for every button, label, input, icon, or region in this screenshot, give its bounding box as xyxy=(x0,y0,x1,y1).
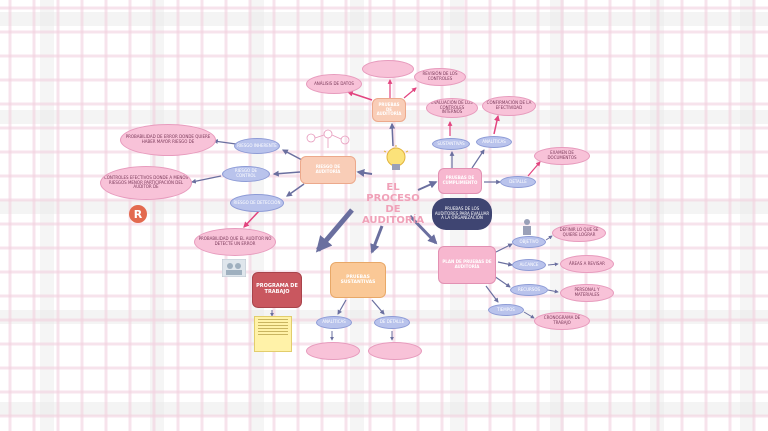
arrow-plan-2 xyxy=(497,261,513,267)
central-topic-title[interactable]: EL PROCESO DE AUDITORÍA xyxy=(362,182,425,226)
riesgo-inherente-note[interactable]: PROBABILIDAD DE ERROR DONDE QUIERE HABER… xyxy=(120,124,216,156)
riesgo-inherente-node[interactable]: RIESGO INHERENTE xyxy=(234,138,280,154)
riesgo-auditoria-box[interactable]: RIESGO DE AUDITORÍA xyxy=(300,156,356,184)
grid-band-h xyxy=(0,200,768,214)
grid-band-v xyxy=(740,0,754,431)
arrow-riesgo-deteccion xyxy=(286,183,305,197)
arrow-deteccion-note xyxy=(243,209,261,228)
arrow-top-right xyxy=(403,87,417,99)
arrow-top-left xyxy=(346,90,373,101)
arrow-center-cumplimiento xyxy=(417,180,438,191)
arrow-sust-left xyxy=(337,299,347,315)
arrow-center-plan xyxy=(408,214,438,245)
cumplimiento-box[interactable]: PRUEBAS DE CUMPLIMIENTO xyxy=(438,168,482,194)
arrow-item3-note xyxy=(547,289,559,294)
lightbulb-icon xyxy=(382,145,410,175)
arrow-plan-4 xyxy=(485,285,499,303)
top-right-note[interactable]: REVISIÓN DE LOS CONTROLES xyxy=(414,68,466,86)
grid-band-h xyxy=(0,402,768,416)
top-left-note[interactable]: ANÁLISIS DE DATOS xyxy=(306,74,362,94)
plan-note-3[interactable]: PERSONAL Y MATERIALES xyxy=(560,284,614,302)
r-logo-icon: R xyxy=(128,204,148,224)
arrow-plan-1 xyxy=(495,243,513,253)
sust-left-mini[interactable]: ANALÍTICAS xyxy=(316,316,352,329)
arrow-control-note xyxy=(191,175,222,184)
plan-note-1[interactable]: DEFINIR LO QUE SE QUIERE LOGRAR xyxy=(552,224,606,242)
grid-band-v xyxy=(40,0,54,431)
plan-item-4[interactable]: TIEMPOS xyxy=(488,304,524,316)
cumpl-left-mini[interactable]: SUSTANTIVAS xyxy=(432,138,470,150)
arrow-center-riesgo xyxy=(356,168,373,177)
arrow-riesgo-inherente xyxy=(281,149,303,161)
sust-left-note[interactable] xyxy=(306,342,360,360)
grid-band-v xyxy=(250,0,264,431)
cumpl-right-note[interactable]: CONFIRMACIÓN DE LA EFECTIVIDAD xyxy=(482,96,536,116)
person-icon xyxy=(520,218,534,236)
arrow-center-sustantivas xyxy=(370,225,384,254)
people-picture-icon xyxy=(221,258,247,278)
sust-right-mini[interactable]: DE DETALLE xyxy=(374,316,410,329)
cumpl-right-mini[interactable]: ANALÍTICAS xyxy=(476,136,512,148)
grid-band-v xyxy=(150,0,164,431)
plan-item-1[interactable]: OBJETIVO xyxy=(512,236,546,248)
riesgo-control-note[interactable]: CONTROLES EFECTIVOS DONDE A MENOS RIESGO… xyxy=(100,166,192,200)
plan-note-2[interactable]: ÁREAS A REVISAR xyxy=(560,255,614,273)
programa-box[interactable]: PROGRAMA DE TRABAJO xyxy=(252,272,302,308)
arrow-low-note xyxy=(527,161,541,177)
arrow-inherente-note xyxy=(213,139,237,145)
riesgo-control-node[interactable]: RIESGO DE CONTROL xyxy=(222,166,270,182)
arrow-item1-note xyxy=(545,235,553,241)
grid-band-h xyxy=(0,12,768,26)
plan-note-4[interactable]: CRONOGRAMA DE TRABAJO xyxy=(534,312,590,330)
sustantivas-box[interactable]: PRUEBAS SUSTANTIVAS xyxy=(330,262,386,298)
arrow-riesgo-control xyxy=(272,170,301,177)
riesgo-deteccion-node[interactable]: RIESGO DE DETECCIÓN xyxy=(230,194,284,212)
sticky-note-icon xyxy=(254,316,292,352)
cumpl-low-mini[interactable]: DETALLE xyxy=(500,176,536,188)
arrow-right-note xyxy=(493,114,500,135)
cumplimiento-cloud[interactable]: PRUEBAS DE LOS AUDITORES PARA EVALUAR A … xyxy=(432,198,492,230)
cumpl-left-note[interactable]: EVALUACIÓN DE LOS CONTROLES INTERNOS xyxy=(426,98,478,118)
cumpl-far-note[interactable]: EXAMEN DE DOCUMENTOS xyxy=(534,147,590,165)
arrow-sust-right xyxy=(371,299,385,315)
connectors xyxy=(191,79,559,341)
plan-box[interactable]: PLAN DE PRUEBAS DE AUDITORÍA xyxy=(438,246,496,284)
arrow-center-top xyxy=(389,122,396,147)
plan-item-2[interactable]: ALCANCE xyxy=(512,259,546,271)
arrow-center-programa xyxy=(315,208,354,253)
arrow-plan-3 xyxy=(493,275,511,288)
sust-right-note[interactable] xyxy=(368,342,422,360)
riesgo-deteccion-note[interactable]: PROBABILIDAD QUE EL AUDITOR NO DETECTE U… xyxy=(194,228,276,256)
svg-text:R: R xyxy=(134,208,143,221)
arrow-item4-note xyxy=(523,311,535,319)
arrow-cumpl-right xyxy=(471,149,485,169)
top-up-note[interactable] xyxy=(362,60,414,78)
top-box[interactable]: PRUEBAS DE AUDITORÍA xyxy=(372,98,406,122)
plan-item-3[interactable]: RECURSOS xyxy=(510,284,548,296)
grid-band-v xyxy=(350,0,364,431)
arrow-item2-note xyxy=(547,262,559,267)
network-doodle-icon xyxy=(303,128,353,150)
